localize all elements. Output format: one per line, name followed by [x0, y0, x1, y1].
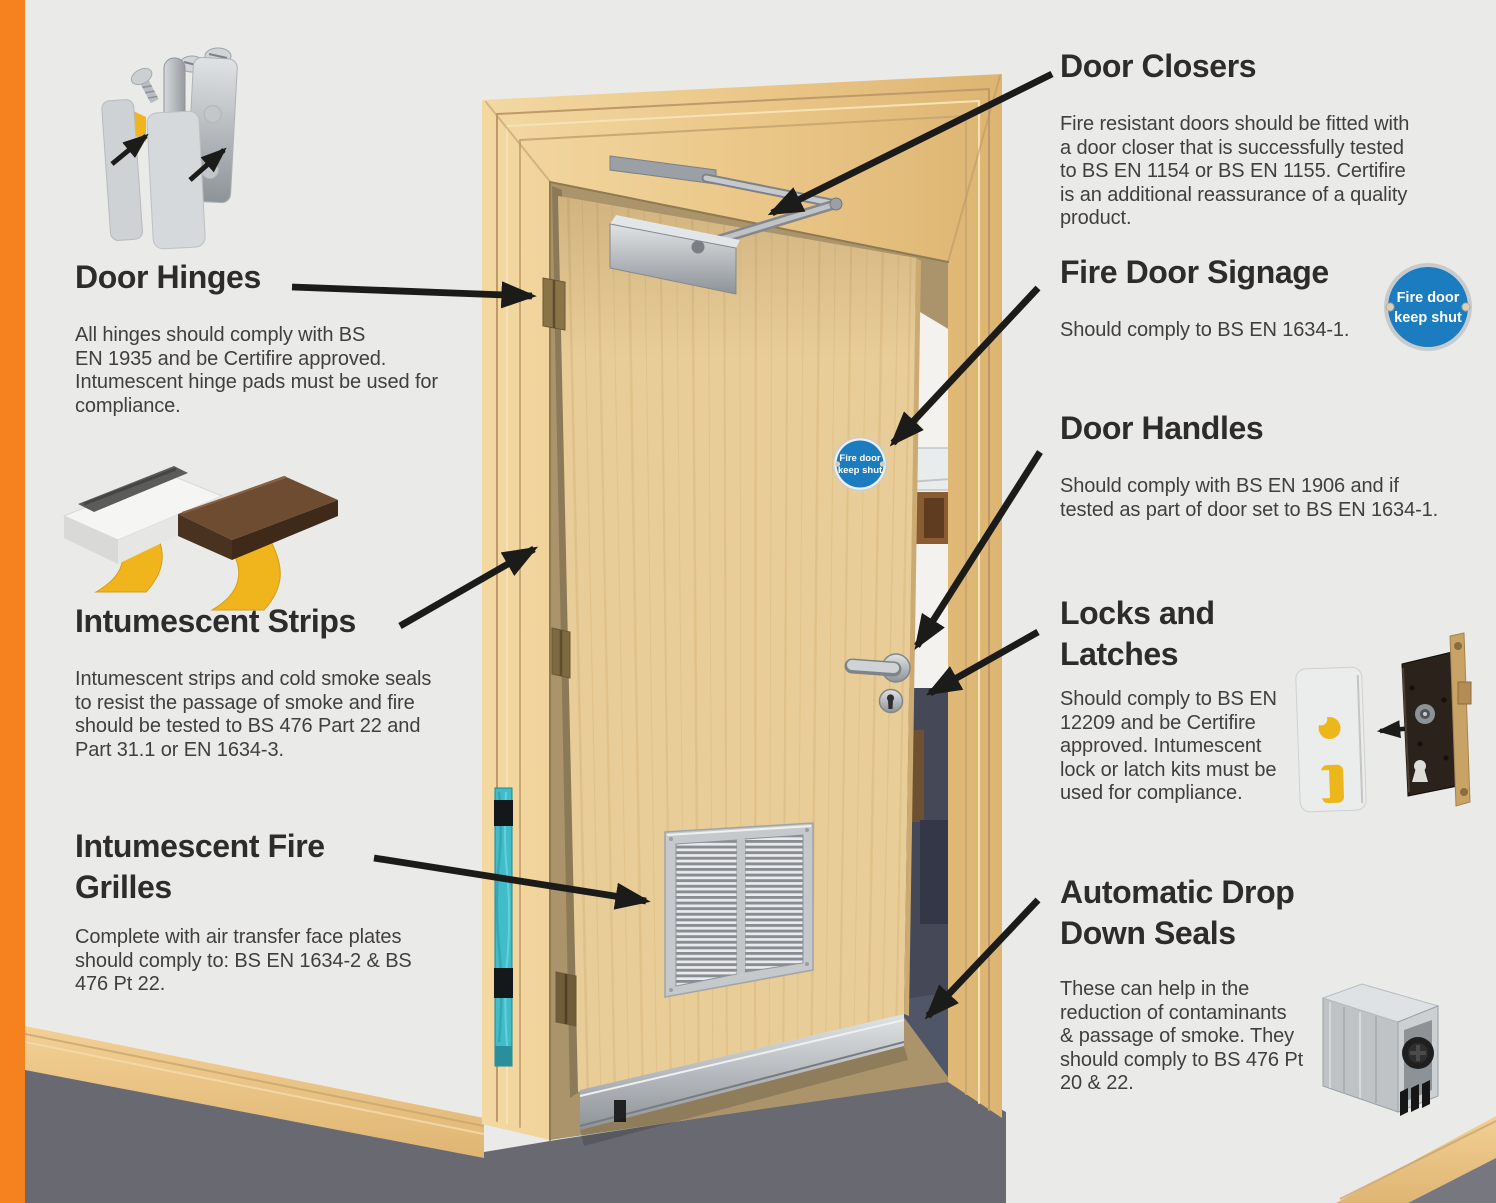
svg-text:Fire door: Fire door [839, 453, 880, 464]
callout-automatic-drop-down-seals: Automatic Drop Down Seals These can help… [1060, 872, 1360, 1096]
callout-title: Door Handles [1060, 410, 1264, 446]
arrow-door-hinges [291, 281, 537, 309]
hinge-cover-pad [146, 110, 206, 250]
door-closer-body [609, 223, 737, 295]
callout-body: Fire resistant doors should be fitted wi… [1060, 113, 1410, 230]
callout-body: These can help in the reduction of conta… [1060, 978, 1304, 1095]
brown-intumescent-strip [178, 476, 338, 540]
callout-body: Should comply to BS EN 12209 and be Cert… [1060, 688, 1277, 805]
callout-title: Door Closers [1060, 48, 1257, 84]
mortice-lock-product-image [1295, 632, 1472, 813]
door-handle-on-door [844, 653, 911, 714]
carpet-floor [25, 1066, 1006, 1203]
callout-body: Intumescent strips and cold smoke seals … [75, 668, 432, 761]
intumescent-lock-pad [1295, 666, 1367, 813]
smoke-brush-seal [78, 466, 188, 512]
door-hinges-on-door [542, 277, 577, 1027]
callout-title: Fire Door Signage [1060, 254, 1329, 290]
svg-text:keep shut: keep shut [838, 465, 883, 476]
floor-and-skirting [24, 1026, 1496, 1203]
callout-door-hinges: Door Hinges All hinges should comply wit… [75, 257, 495, 418]
callout-title: Automatic Drop Down Seals [1060, 874, 1295, 951]
callout-body: Complete with air transfer face plates s… [75, 926, 412, 996]
fire-door-sign-product-image: Fire door keep shut [1384, 263, 1472, 351]
accent-side-bar [0, 0, 25, 1203]
drop-down-seal-product-image [1321, 983, 1440, 1116]
adhesive-backing-yellow [210, 535, 281, 611]
callout-body: All hinges should comply with BS EN 1935… [75, 324, 438, 417]
keyhole-escutcheon [878, 688, 904, 714]
callout-door-closers: Door Closers Fire resistant doors should… [1060, 46, 1470, 231]
rubber-seal-fins [1400, 1080, 1430, 1116]
arrow-locks-and-latches [925, 629, 1040, 696]
door-hinge-product-image [101, 47, 238, 250]
lock-case [1401, 651, 1459, 797]
callout-body: Should comply to BS EN 1634-1. [1060, 319, 1350, 341]
arrow-door-closers [767, 70, 1054, 217]
arrow-door-handles [914, 450, 1043, 651]
svg-text:keep shut: keep shut [1394, 310, 1462, 326]
door-drop-down-seal [579, 1014, 908, 1146]
callout-title: Door Hinges [75, 259, 261, 295]
right-corner-carpet [1408, 1158, 1496, 1203]
callout-arrows [291, 70, 1054, 1020]
latch-bolt [1457, 681, 1472, 705]
intumescent-strip-in-frame [494, 787, 513, 1067]
callout-title: Intumescent Strips [75, 603, 356, 639]
callout-locks-and-latches: Locks and Latches Should comply to BS EN… [1060, 593, 1320, 806]
screw [130, 67, 159, 104]
callout-door-handles: Door Handles Should comply with BS EN 19… [1060, 408, 1480, 522]
svg-text:Fire door: Fire door [1397, 290, 1460, 306]
left-skirting-board [25, 1026, 484, 1158]
door-leading-edge [904, 258, 921, 1016]
intumescent-strips-product-image [62, 466, 338, 611]
callout-title: Locks and Latches [1060, 595, 1215, 672]
callout-fire-door-signage: Fire Door Signage Should comply to BS EN… [1060, 252, 1400, 343]
arrow-fire-door-signage [889, 285, 1041, 447]
air-transfer-grille [664, 822, 814, 998]
lock-faceplate [1449, 632, 1471, 807]
fire-door-sign-on-door: Fire door keep shut [832, 436, 888, 492]
callout-intumescent-strips: Intumescent Strips Intumescent strips an… [75, 601, 495, 762]
callout-title: Intumescent Fire Grilles [75, 828, 325, 905]
arrow-intumescent-strips [398, 546, 539, 629]
architrave [482, 74, 1002, 1140]
arrow-intumescent-fire-grilles [373, 854, 651, 910]
arrow-automatic-drop-down-seals [924, 897, 1041, 1020]
callout-intumescent-fire-grilles: Intumescent Fire Grilles Complete with a… [75, 826, 495, 997]
callout-body: Should comply with BS EN 1906 and if tes… [1060, 475, 1439, 521]
